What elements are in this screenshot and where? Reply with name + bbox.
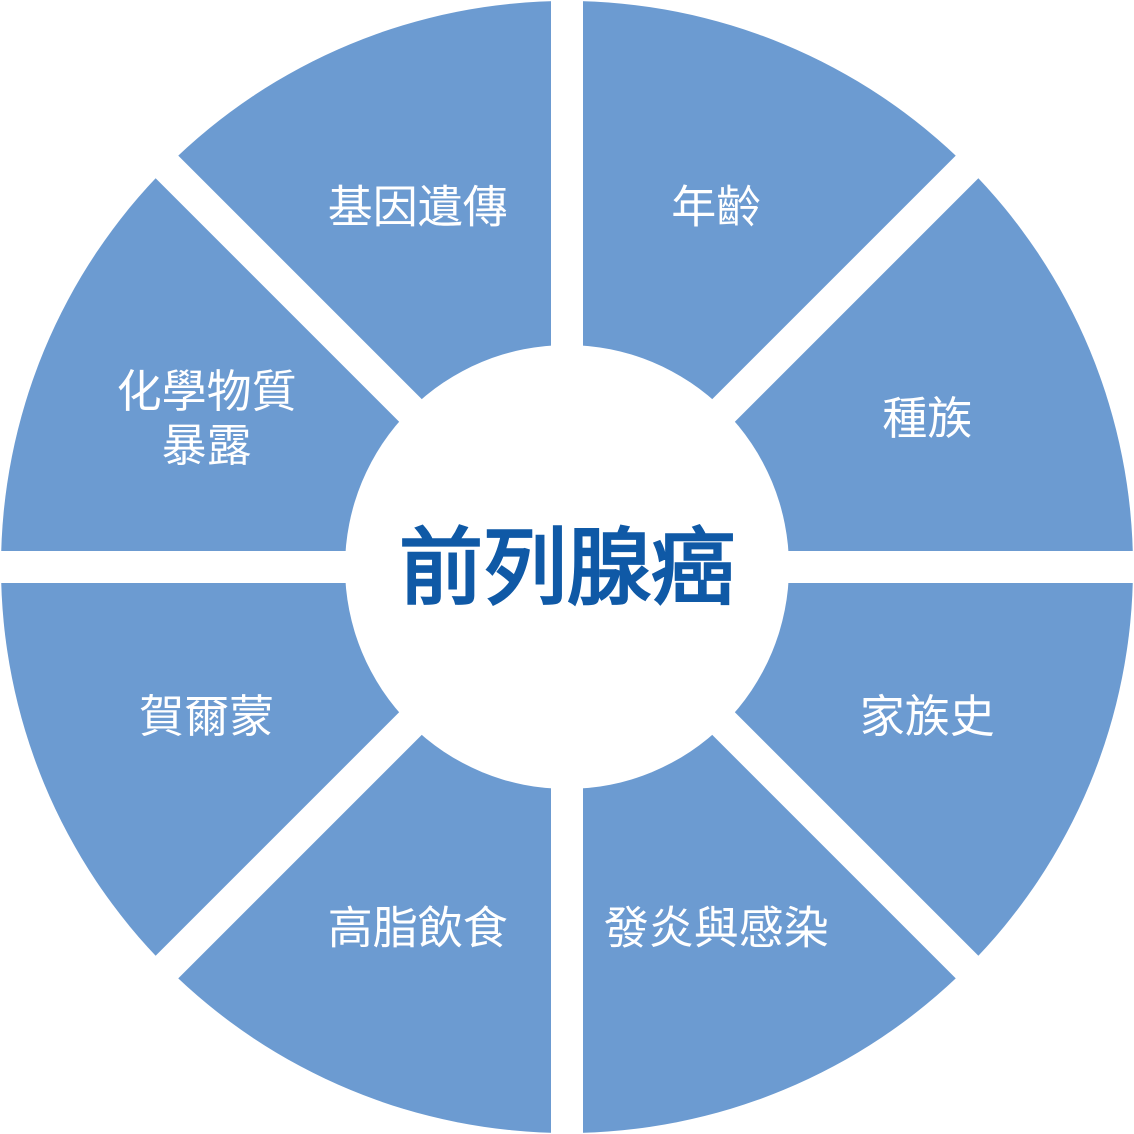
segment-label-ethnicity: 種族 bbox=[882, 392, 972, 445]
center-disc bbox=[345, 345, 789, 789]
segment-label-line: 基因遺傳 bbox=[328, 181, 508, 234]
segment-label-family-history: 家族史 bbox=[860, 690, 995, 743]
segment-label-chemical-exposure: 化學物質暴露 bbox=[117, 365, 297, 472]
segment-label-line: 高脂飲食 bbox=[328, 901, 508, 954]
segment-label-line: 發炎與感染 bbox=[604, 901, 829, 954]
segment-label-line: 種族 bbox=[882, 392, 972, 445]
segment-label-line: 家族史 bbox=[860, 690, 995, 743]
segment-label-line: 化學物質 bbox=[117, 365, 297, 418]
segment-label-high-fat-diet: 高脂飲食 bbox=[328, 901, 508, 954]
center-title: 前列腺癌 bbox=[399, 519, 735, 617]
segment-label-inflammation-infection: 發炎與感染 bbox=[604, 901, 829, 954]
segment-label-line: 賀爾蒙 bbox=[139, 690, 274, 743]
segment-label-genetics: 基因遺傳 bbox=[328, 181, 508, 234]
segment-label-line: 年齡 bbox=[671, 181, 761, 234]
segment-label-line: 暴露 bbox=[162, 419, 252, 472]
segment-label-hormones: 賀爾蒙 bbox=[139, 690, 274, 743]
segment-label-age: 年齡 bbox=[671, 181, 761, 234]
